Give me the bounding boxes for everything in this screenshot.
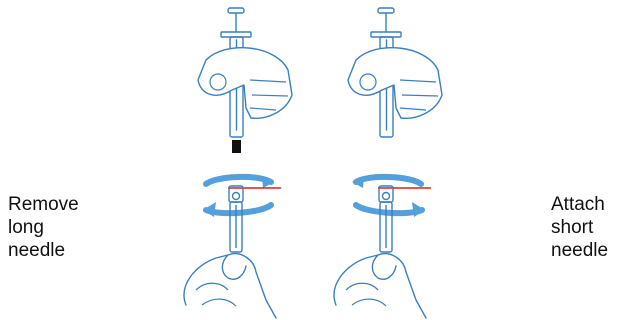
lower-hand — [184, 254, 276, 318]
lower-hand — [334, 254, 426, 318]
caption-line: needle — [8, 239, 79, 262]
caption-line: Remove — [8, 193, 79, 216]
caption-line: short — [551, 216, 608, 239]
caption-remove-long-needle: Remove long needle — [8, 193, 79, 262]
upper-hand — [348, 48, 442, 119]
twist-arrow-bottom — [356, 205, 422, 213]
twist-arrowhead-bottom — [412, 202, 425, 217]
caption-line: long — [8, 216, 79, 239]
caption-line: Attach — [551, 193, 608, 216]
syringe-hands-twist-off-icon — [166, 0, 296, 320]
upper-hand — [198, 48, 292, 119]
twist-arrow-top — [206, 177, 271, 184]
finger-flange — [221, 32, 251, 37]
plunger-cap — [378, 8, 394, 13]
plunger-cap — [228, 8, 244, 13]
twist-arrow-bottom — [206, 205, 271, 213]
twist-arrow-top — [356, 177, 421, 184]
hub-tip — [232, 140, 241, 153]
twist-arrowhead-bottom — [203, 202, 216, 217]
syringe-hands-twist-on-icon — [316, 0, 446, 320]
finger-flange — [371, 32, 401, 37]
caption-line: needle — [551, 239, 608, 262]
hub-circle — [383, 193, 390, 200]
caption-attach-short-needle: Attach short needle — [551, 193, 608, 262]
hub-circle — [233, 193, 240, 200]
